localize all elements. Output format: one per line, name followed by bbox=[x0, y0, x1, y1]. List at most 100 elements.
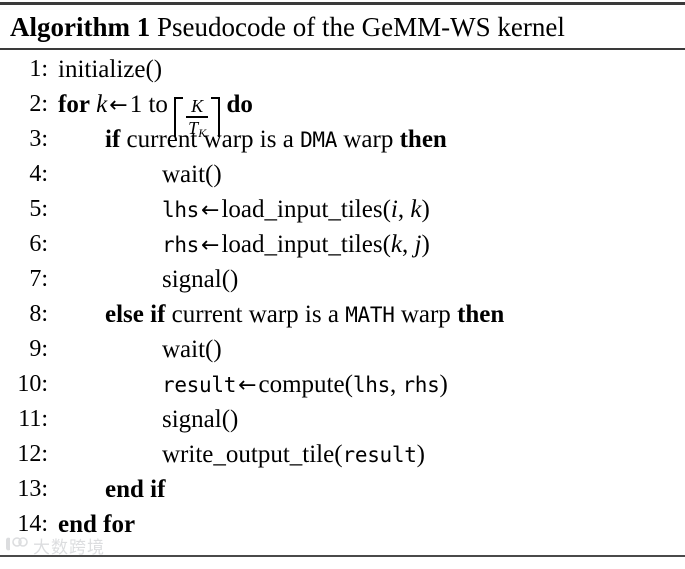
var-lhs: lhs bbox=[162, 198, 200, 222]
keyword-then: then bbox=[399, 126, 447, 153]
line-content: wait() bbox=[162, 332, 222, 367]
line-content: initialize() bbox=[58, 52, 162, 87]
paren-close: ) bbox=[439, 371, 448, 398]
algorithm-title: Pseudocode of the GeMM-WS kernel bbox=[156, 12, 565, 42]
algorithm-label: Algorithm 1 bbox=[10, 12, 151, 42]
call-signal: signal() bbox=[162, 266, 239, 293]
line-content: rhs←load_input_tiles(k, j) bbox=[162, 227, 430, 263]
line-number: 2: bbox=[29, 91, 48, 117]
line-number: 5: bbox=[29, 196, 48, 222]
line-number: 14: bbox=[17, 511, 48, 537]
line-content: end for bbox=[58, 507, 135, 542]
algorithm-line: 4: wait() bbox=[0, 157, 685, 192]
algorithm-line: 11: signal() bbox=[0, 402, 685, 437]
word-warp: warp bbox=[343, 126, 394, 153]
line-number: 7: bbox=[29, 266, 48, 292]
line-number: 4: bbox=[29, 161, 48, 187]
line-content: end if bbox=[105, 472, 165, 507]
fraction-denominator: TK bbox=[186, 118, 208, 140]
arg-i: i bbox=[390, 196, 398, 223]
line-content: else if current warp is a MATH warp then bbox=[105, 297, 504, 333]
denominator-base: T bbox=[188, 118, 199, 139]
line-number: 10: bbox=[17, 371, 48, 397]
call-write-output-tile: write_output_tile( bbox=[162, 441, 343, 468]
bottom-rule bbox=[0, 555, 685, 557]
call-wait: wait() bbox=[162, 161, 222, 188]
algorithm-line: 8: else if current warp is a MATH warp t… bbox=[0, 297, 685, 332]
algorithm-line: 3: if current warp is a DMA warp then bbox=[0, 122, 685, 157]
arg-k: k bbox=[390, 231, 402, 258]
call-load-input-tiles: load_input_tiles( bbox=[221, 231, 391, 258]
call-load-input-tiles: load_input_tiles( bbox=[221, 196, 391, 223]
algorithm-line: 13: end if bbox=[0, 472, 685, 507]
algorithm-line: 12: write_output_tile(result) bbox=[0, 437, 685, 472]
line-number: 11: bbox=[18, 406, 48, 432]
keyword-if: if bbox=[105, 126, 121, 153]
assign-arrow-icon: ← bbox=[109, 93, 128, 118]
arg-j: j bbox=[414, 231, 422, 258]
fraction-numerator: K bbox=[191, 95, 204, 116]
arg-separator: , bbox=[402, 231, 409, 258]
algorithm-line: 1: initialize() bbox=[0, 52, 685, 87]
line-content: wait() bbox=[162, 157, 222, 192]
assign-arrow-icon: ← bbox=[201, 233, 220, 258]
keyword-else: else bbox=[105, 301, 144, 328]
algorithm-line: 6: rhs←load_input_tiles(k, j) bbox=[0, 227, 685, 262]
paren-close: ) bbox=[421, 196, 430, 223]
fraction-bar bbox=[186, 116, 209, 119]
warp-type-math: MATH bbox=[345, 303, 395, 327]
line-content: signal() bbox=[162, 402, 238, 437]
line-content: result←compute(lhs, rhs) bbox=[162, 367, 448, 403]
denominator-subscript: K bbox=[198, 126, 207, 141]
arg-separator: , bbox=[389, 371, 397, 398]
call-initialize: initialize() bbox=[58, 56, 163, 83]
word-warp: warp bbox=[400, 301, 451, 328]
assign-arrow-icon: ← bbox=[238, 373, 257, 398]
condition-text: current warp is a bbox=[126, 126, 294, 153]
algorithm-line: 9: wait() bbox=[0, 332, 685, 367]
var-result: result bbox=[162, 373, 237, 397]
algorithm-line: 7: signal() bbox=[0, 262, 685, 297]
var-k: k bbox=[96, 91, 108, 118]
algorithm-caption: Algorithm 1 Pseudocode of the GeMM-WS ke… bbox=[10, 9, 565, 46]
paren-close: ) bbox=[421, 231, 430, 258]
keyword-end-for: end for bbox=[58, 511, 136, 538]
call-wait: wait() bbox=[162, 336, 222, 363]
line-number: 1: bbox=[29, 56, 48, 82]
line-content: write_output_tile(result) bbox=[162, 437, 425, 473]
caption-rule bbox=[0, 48, 685, 50]
keyword-then: then bbox=[457, 301, 505, 328]
arg-lhs: lhs bbox=[352, 373, 390, 397]
algorithm-line: 14: end for bbox=[0, 507, 685, 542]
assign-arrow-icon: ← bbox=[201, 198, 220, 223]
keyword-to: to bbox=[148, 91, 168, 118]
keyword-if: if bbox=[150, 301, 166, 328]
top-rule bbox=[0, 2, 685, 5]
line-number: 13: bbox=[17, 476, 48, 502]
line-number: 6: bbox=[29, 231, 48, 257]
var-rhs: rhs bbox=[162, 233, 200, 257]
literal-one: 1 bbox=[129, 91, 143, 118]
arg-rhs: rhs bbox=[402, 373, 440, 397]
condition-text: current warp is a bbox=[171, 301, 339, 328]
arg-k: k bbox=[410, 196, 422, 223]
line-content: lhs←load_input_tiles(i, k) bbox=[162, 192, 430, 228]
keyword-do: do bbox=[226, 91, 253, 118]
algorithm-line: 10: result←compute(lhs, rhs) bbox=[0, 367, 685, 402]
algorithm-line: 5: lhs←load_input_tiles(i, k) bbox=[0, 192, 685, 227]
line-content: signal() bbox=[162, 262, 238, 297]
line-number: 12: bbox=[17, 441, 48, 467]
ceiling-left-bracket-icon bbox=[174, 97, 184, 138]
warp-type-dma: DMA bbox=[300, 128, 338, 152]
arg-result: result bbox=[342, 443, 417, 467]
ceiling-right-bracket-icon bbox=[211, 97, 221, 138]
line-number: 3: bbox=[29, 126, 48, 152]
line-content: if current warp is a DMA warp then bbox=[105, 122, 447, 158]
call-signal: signal() bbox=[162, 406, 239, 433]
keyword-end-if: end if bbox=[105, 476, 166, 503]
